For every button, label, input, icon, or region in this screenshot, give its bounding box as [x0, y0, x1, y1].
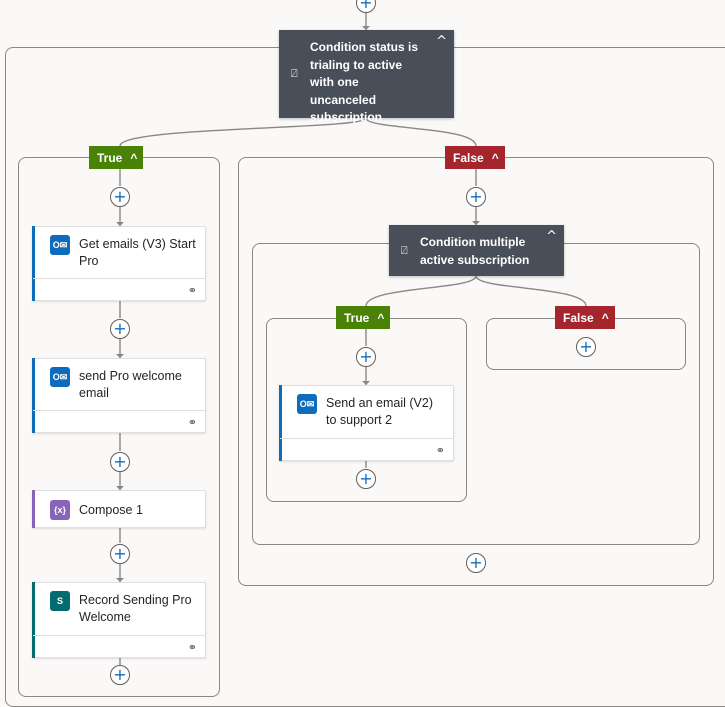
inner-true-branch-label: True: [344, 310, 370, 325]
link-icon[interactable]: ⚭: [187, 416, 197, 429]
add-step-button[interactable]: +: [356, 0, 376, 13]
card-accent-stripe: [32, 490, 35, 528]
link-icon[interactable]: ⚭: [435, 444, 445, 457]
card-footer: ⚭: [280, 438, 453, 460]
outer-condition-title: Condition status is trialing to active w…: [310, 40, 418, 124]
condition-icon: ⍁: [291, 67, 298, 80]
add-step-button[interactable]: +: [356, 469, 376, 489]
outlook-icon: O✉: [297, 394, 317, 414]
link-icon[interactable]: ⚭: [187, 284, 197, 297]
action-title: Send an email (V2) to support 2: [326, 396, 434, 427]
add-step-button[interactable]: +: [466, 187, 486, 207]
true-branch-badge[interactable]: True ^: [89, 146, 144, 169]
plus-icon: +: [113, 318, 127, 338]
inner-false-branch-label: False: [563, 310, 594, 325]
add-step-button[interactable]: +: [466, 553, 486, 573]
add-step-button[interactable]: +: [110, 665, 130, 685]
card-footer: ⚭: [33, 635, 205, 657]
compose-icon: {x}: [50, 500, 70, 520]
plus-icon: +: [113, 451, 127, 471]
action-card-compose[interactable]: {x} Compose 1: [32, 490, 206, 528]
plus-icon: +: [359, 346, 373, 366]
plus-icon: +: [359, 468, 373, 488]
card-footer: ⚭: [33, 410, 205, 432]
card-footer: ⚭: [33, 278, 205, 300]
inner-condition-card[interactable]: ⍁ Condition multiple active subscription…: [389, 225, 564, 276]
add-step-button[interactable]: +: [110, 544, 130, 564]
add-step-button[interactable]: +: [110, 319, 130, 339]
outer-condition-card[interactable]: ⍁ Condition status is trialing to active…: [279, 30, 454, 124]
action-title: Record Sending Pro Welcome: [79, 593, 192, 624]
collapse-chevron-icon[interactable]: ^: [601, 310, 609, 325]
action-title: Compose 1: [79, 503, 143, 517]
collapse-chevron-icon[interactable]: ^: [491, 150, 499, 165]
sharepoint-icon: S: [50, 591, 70, 611]
plus-icon: +: [469, 552, 483, 572]
action-title: send Pro welcome email: [79, 369, 182, 400]
plus-icon: +: [579, 336, 593, 356]
plus-icon: +: [469, 186, 483, 206]
collapse-chevron-icon[interactable]: ^: [130, 150, 138, 165]
plus-icon: +: [113, 186, 127, 206]
action-card-send-email-support[interactable]: O✉ Send an email (V2) to support 2 ⚭: [279, 385, 454, 461]
action-card-get-emails[interactable]: O✉ Get emails (V3) Start Pro ⚭: [32, 226, 206, 301]
card-accent-stripe: [32, 358, 35, 433]
action-card-send-pro-welcome[interactable]: O✉ send Pro welcome email ⚭: [32, 358, 206, 433]
false-branch-label: False: [453, 150, 484, 165]
collapse-chevron-icon[interactable]: ^: [377, 310, 385, 325]
action-card-record-sending[interactable]: S Record Sending Pro Welcome ⚭: [32, 582, 206, 658]
add-step-button[interactable]: +: [110, 452, 130, 472]
true-branch-label: True: [97, 150, 123, 165]
add-step-button[interactable]: +: [356, 347, 376, 367]
inner-condition-title: Condition multiple active subscription: [420, 235, 530, 267]
plus-icon: +: [113, 664, 127, 684]
plus-icon: +: [359, 0, 373, 12]
link-icon[interactable]: ⚭: [187, 641, 197, 654]
card-accent-stripe: [32, 226, 35, 301]
outlook-icon: O✉: [50, 235, 70, 255]
add-step-button[interactable]: +: [576, 337, 596, 357]
add-step-button[interactable]: +: [110, 187, 130, 207]
collapse-chevron-icon[interactable]: ^: [546, 229, 557, 244]
card-accent-stripe: [279, 385, 282, 461]
outlook-icon: O✉: [50, 367, 70, 387]
card-accent-stripe: [32, 582, 35, 658]
inner-false-branch-badge[interactable]: False ^: [555, 306, 615, 329]
action-title: Get emails (V3) Start Pro: [79, 237, 196, 268]
false-branch-badge[interactable]: False ^: [445, 146, 505, 169]
inner-true-branch-badge[interactable]: True ^: [336, 306, 391, 329]
collapse-chevron-icon[interactable]: ^: [436, 34, 447, 49]
plus-icon: +: [113, 543, 127, 563]
condition-icon: ⍁: [401, 244, 408, 257]
flow-canvas: + ⍁ Condition status is trialing to acti…: [5, 0, 725, 707]
